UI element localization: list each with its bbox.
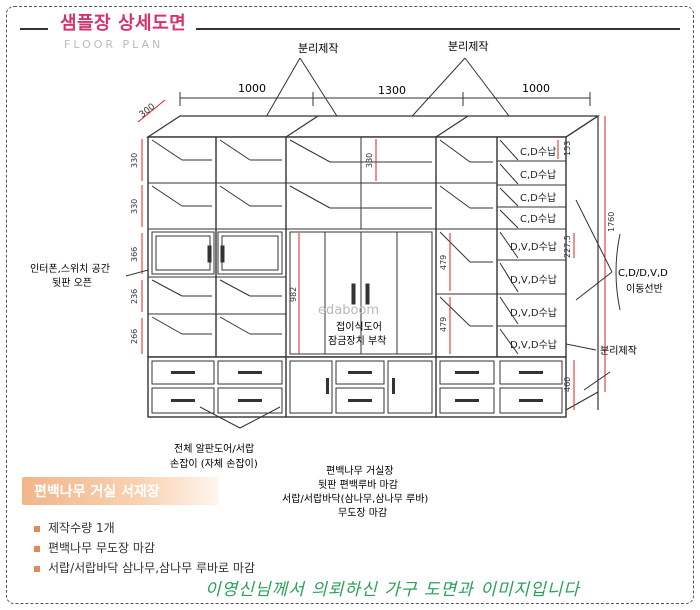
h-236: 236 <box>130 289 139 304</box>
h-330b: 330 <box>130 199 139 214</box>
material-note-1: 편백나무 거실장 <box>326 465 394 477</box>
dim-depth-label: 300 <box>138 102 158 121</box>
intercom-label-2: 뒷판 오픈 <box>52 276 92 289</box>
material-note-3: 서랍/서랍바닥(삼나무,삼나무 루바) <box>282 492 428 505</box>
bullet-icon <box>34 545 40 552</box>
material-note-4: 무도장 마감 <box>338 507 387 519</box>
page-subtitle: FLOOR PLAN <box>64 38 164 51</box>
title-rule-left <box>20 28 48 30</box>
right-section <box>436 139 497 327</box>
left-section-shelves <box>148 139 286 335</box>
movable-label-2: 이동선반 <box>626 283 663 295</box>
drawing-frame <box>6 6 694 604</box>
folding-label-1: 접이식도어 <box>336 321 382 333</box>
summary-title: 편백나무 거실 서재장 <box>34 484 160 500</box>
dim-mid-label: 1300 <box>378 84 406 97</box>
h-mid-982: 982 <box>289 287 298 302</box>
bottom-drawers <box>151 360 563 414</box>
separate-label-bottom: 분리제작 <box>600 345 637 357</box>
cd-label-3: C,D수납 <box>520 192 556 204</box>
dvd-label-1: D,V,D수납 <box>510 241 557 253</box>
summary-item: 편백나무 무도장 마감 <box>34 539 155 556</box>
separate-label-right: 분리제작 <box>448 40 488 53</box>
summary-tab <box>22 477 218 505</box>
cd-label-2: C,D수납 <box>520 169 556 181</box>
bullet-icon <box>34 565 40 572</box>
dvd-label-2: D,V,D수납 <box>510 274 557 286</box>
h-366: 366 <box>130 247 139 262</box>
height-labels: 330 330 366 236 266 330 982 479 479 153 … <box>130 141 616 392</box>
door-note-2: 손잡이 (자체 손잡이) <box>170 458 258 470</box>
folding-doors <box>289 231 433 355</box>
separate-callouts <box>261 57 516 125</box>
intercom-label-1: 인터폰,스위치 공간 <box>30 262 110 275</box>
side-callouts <box>125 199 621 429</box>
summary-item: 제작수량 1개 <box>34 519 115 536</box>
depth-dimension <box>137 99 166 123</box>
page-title: 샘플장 상세도면 <box>54 9 193 35</box>
left-doors <box>151 231 283 275</box>
h-330a: 330 <box>130 153 139 168</box>
h-479a: 479 <box>439 255 448 270</box>
h-266: 266 <box>130 329 139 344</box>
footer-note: 이영신님께서 의뢰하신 가구 도면과 이미지입니다 <box>205 580 581 600</box>
watermark: edaboom <box>318 303 379 318</box>
dim-right-label: 1000 <box>522 82 550 95</box>
cd-label-1: C,D수납 <box>520 146 556 158</box>
folding-label-2: 잠금장치 부착 <box>328 335 386 347</box>
h-1760: 1760 <box>607 212 616 232</box>
bullet-icon <box>34 525 40 532</box>
red-dimensions <box>141 116 606 410</box>
dvd-label-3: D,V,D수납 <box>510 307 557 319</box>
door-note-1: 전체 알판도어/서랍 <box>174 442 254 455</box>
h-460: 460 <box>563 377 572 392</box>
cd-label-4: C,D수납 <box>520 213 556 225</box>
summary-item: 서랍/서랍바닥 삼나무,삼나무 루바로 마감 <box>34 559 255 576</box>
h-227: 227.5 <box>563 235 572 258</box>
dvd-label-4: D,V,D수납 <box>510 339 557 351</box>
drawer-handles <box>171 371 543 402</box>
cd-dvd-storage <box>497 139 566 355</box>
h-479b: 479 <box>439 317 448 332</box>
material-note-2: 뒷판 편백루바 마감 <box>318 478 398 491</box>
movable-label-1: C,D/D,V,D <box>618 268 668 279</box>
storage-labels: C,D수납 C,D수납 C,D수납 C,D수납 D,V,D수납 D,V,D수납 … <box>510 146 557 351</box>
dim-left-label: 1000 <box>238 82 266 95</box>
h-mid-330: 330 <box>365 153 374 168</box>
title-rule-right <box>196 28 680 30</box>
top-dimension <box>179 92 591 106</box>
h-153: 153 <box>563 141 572 156</box>
separate-label-left: 분리제작 <box>298 42 338 55</box>
middle-section <box>286 137 436 230</box>
